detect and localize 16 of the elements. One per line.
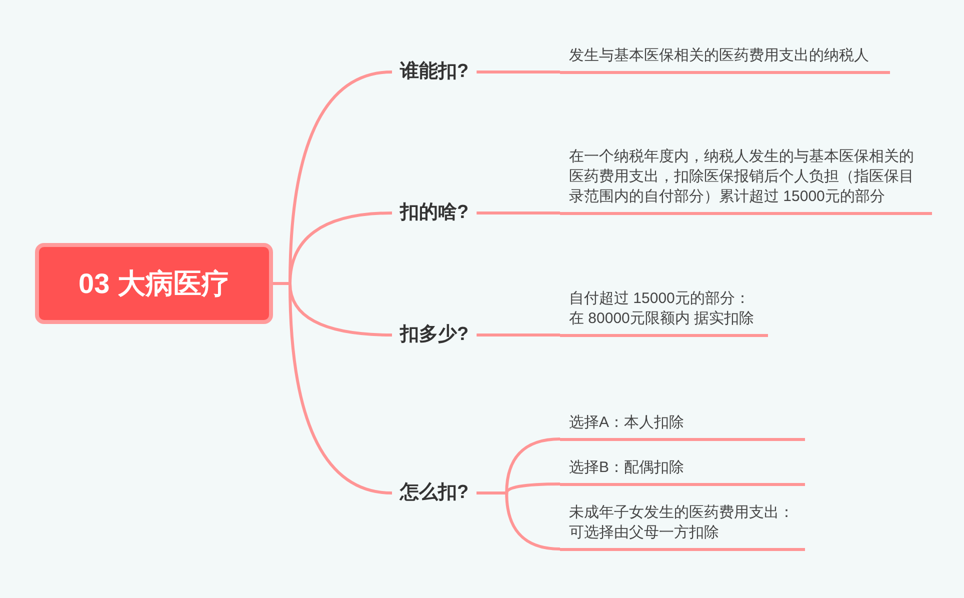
leaf-topic: 发生与基本医保相关的医药费用支出的纳税人 xyxy=(560,46,890,74)
connector xyxy=(476,70,560,74)
connector xyxy=(476,492,560,550)
leaf-topic: 选择A：本人扣除 xyxy=(560,412,805,440)
leaf-topic: 在一个纳税年度内，纳税人发生的与基本医保相关的医药费用支出，扣除医保报销后个人负担（指医保目录范围内的自付部分）累计超过 15000元的部分 xyxy=(560,146,932,214)
connector xyxy=(476,212,560,214)
leaf-topic: 选择B：配偶扣除 xyxy=(560,458,805,486)
central-topic: 03 大病医疗 xyxy=(35,243,273,324)
leaf-topic: 未成年子女发生的医药费用支出：可选择由父母一方扣除 xyxy=(560,502,805,550)
connector xyxy=(273,282,392,494)
connector xyxy=(476,334,560,336)
leaf-topic: 自付超过 15000元的部分： 在 80000元限额内 据实扣除 xyxy=(560,288,768,336)
branch-topic: 怎么扣? xyxy=(400,481,469,505)
branch-topic: 扣多少? xyxy=(400,323,469,347)
branch-topic: 谁能扣? xyxy=(400,60,469,84)
branch-topic: 扣的啥? xyxy=(400,201,469,225)
